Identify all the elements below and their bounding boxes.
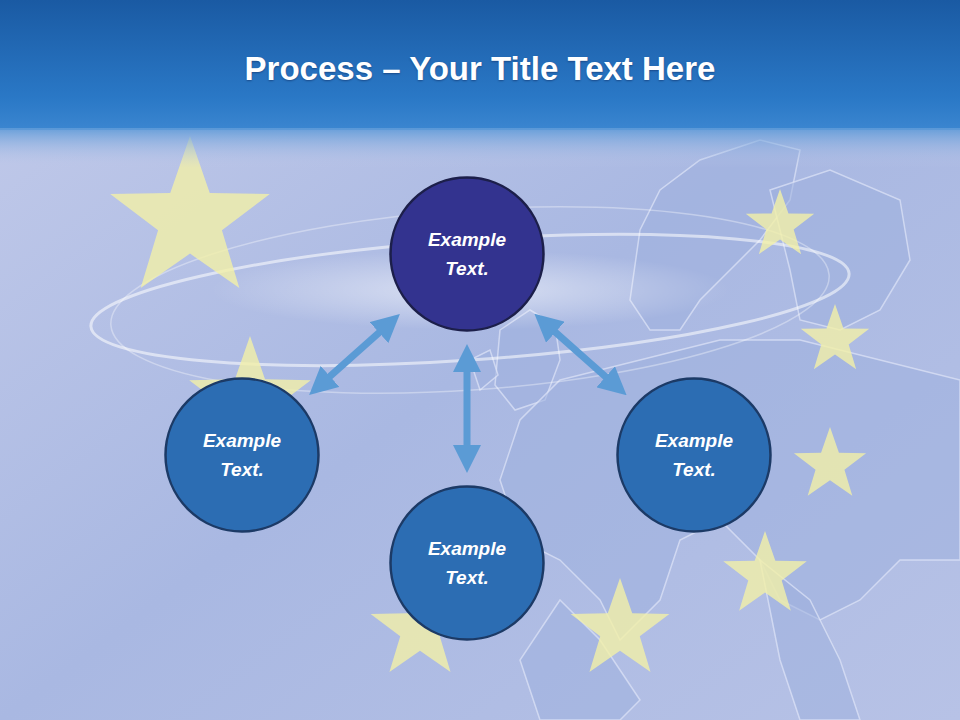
text-holder: Example Text. — [419, 534, 515, 592]
circle-shape — [618, 379, 771, 532]
slide-title: Process – Your Title Text Here — [245, 50, 716, 87]
process-circle: Example Text. — [389, 485, 545, 641]
process-circle: Example Text. — [164, 377, 320, 533]
title-bar: Process – Your Title Text Here — [0, 50, 960, 88]
double-arrow — [545, 323, 616, 386]
double-arrow — [464, 358, 471, 459]
circle-shape — [166, 379, 319, 532]
text-holder: Example Text. — [419, 225, 515, 283]
node-text: Example Text. — [194, 426, 290, 484]
node-text: Example Text. — [419, 534, 515, 592]
text-holder: Example Text. — [194, 426, 290, 484]
circle-shape — [391, 178, 544, 331]
node-text: Example Text. — [646, 426, 742, 484]
node-text: Example Text. — [419, 225, 515, 283]
double-arrow — [320, 323, 390, 385]
circle-outline — [616, 377, 772, 533]
circle-outline — [389, 485, 545, 641]
circle-outline — [389, 176, 545, 332]
circle-shape — [391, 487, 544, 640]
process-circle: Example Text. — [389, 176, 545, 332]
text-holder: Example Text. — [646, 426, 742, 484]
circle-outline — [164, 377, 320, 533]
process-circle: Example Text. — [616, 377, 772, 533]
